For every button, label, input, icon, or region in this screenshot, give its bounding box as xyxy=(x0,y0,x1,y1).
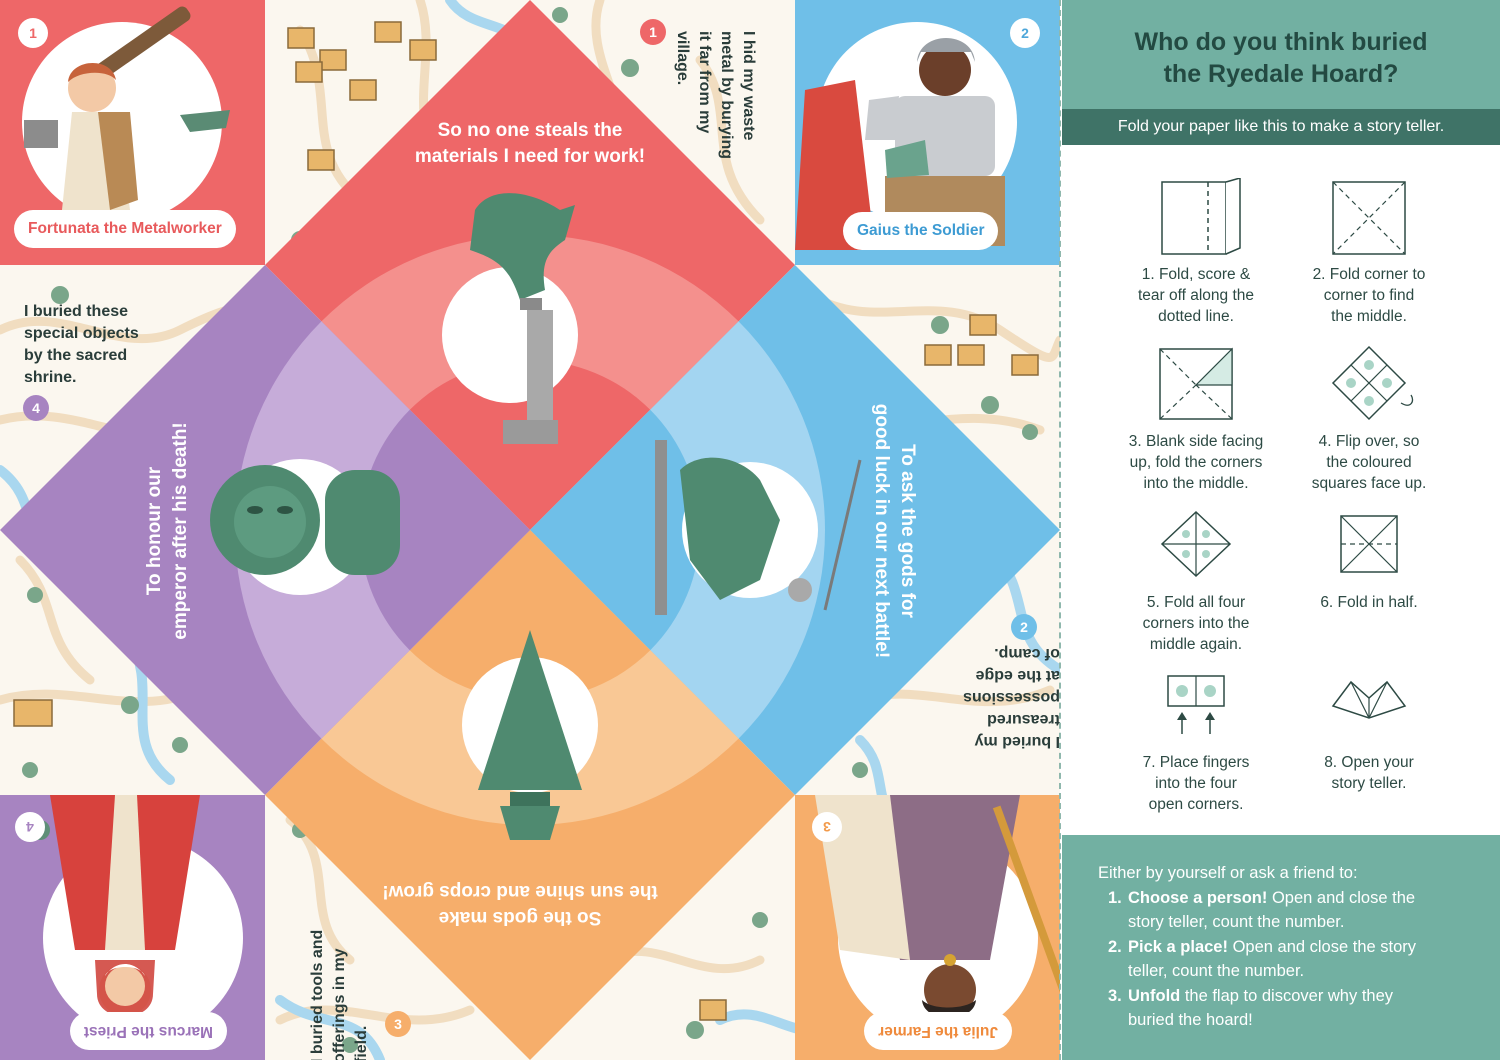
key-handle-icon xyxy=(470,193,575,444)
metalworker-figure-icon xyxy=(24,6,230,210)
corner-person-4[interactable]: 4 Marcus the Priest xyxy=(0,795,265,1060)
person-number-badge: 2 xyxy=(1010,18,1040,48)
place-badge-4: 4 xyxy=(23,395,49,421)
flip-over-icon xyxy=(1331,345,1414,421)
place-badge-2: 2 xyxy=(1011,614,1037,640)
horse-rider-figurine-icon xyxy=(655,440,862,615)
footer-item-2: 2. Pick a place! Open and close the stor… xyxy=(1108,937,1417,981)
spearhead-icon xyxy=(478,630,582,840)
priest-figure-icon xyxy=(30,795,200,1017)
footer-item-3: 3. Unfold the flap to discover why they … xyxy=(1108,986,1394,1030)
fold-diamond xyxy=(0,0,1060,1060)
person-number-badge: 1 xyxy=(18,18,48,48)
corner-person-3[interactable]: 3 Julia the Farmer xyxy=(795,795,1060,1060)
corner-person-2[interactable]: 2 Gaius the Soldier xyxy=(795,0,1060,265)
corner-person-1[interactable]: 1 Fortunata the Metalworker xyxy=(0,0,265,265)
person-name-label: Gaius the Soldier xyxy=(843,212,999,250)
fold-diagonal-icon xyxy=(1332,181,1406,255)
footer-intro: Either by yourself or ask a friend to: xyxy=(1098,864,1358,882)
panel-footer: Either by yourself or ask a friend to: 1… xyxy=(1062,835,1500,1060)
footer-item-1: 1. Choose a person! Open and close the s… xyxy=(1108,888,1416,932)
tear-line xyxy=(1059,0,1061,1060)
fold-tear-icon xyxy=(1161,178,1241,255)
footer-list: 1. Choose a person! Open and close the s… xyxy=(1098,886,1480,1033)
fold-again-icon xyxy=(1160,510,1232,578)
place-badge-3: 3 xyxy=(385,1011,411,1037)
farmer-figure-icon xyxy=(815,795,1060,1025)
panel-subtitle: Fold your paper like this to make a stor… xyxy=(1062,109,1500,145)
open-teller-icon xyxy=(1331,680,1407,719)
step-6: 6. Fold in half. xyxy=(1284,506,1454,613)
person-name-label: Fortunata the Metalworker xyxy=(14,210,236,248)
fold-corners-icon xyxy=(1159,347,1233,420)
story-teller-sheet: 1 Fortunata the Metalworker 2 Gaius the … xyxy=(0,0,1060,1060)
fold-half-icon xyxy=(1340,515,1398,573)
fingers-icon xyxy=(1167,675,1225,734)
place-badge-1: 1 xyxy=(640,19,666,45)
emperor-bust-icon xyxy=(210,465,400,575)
